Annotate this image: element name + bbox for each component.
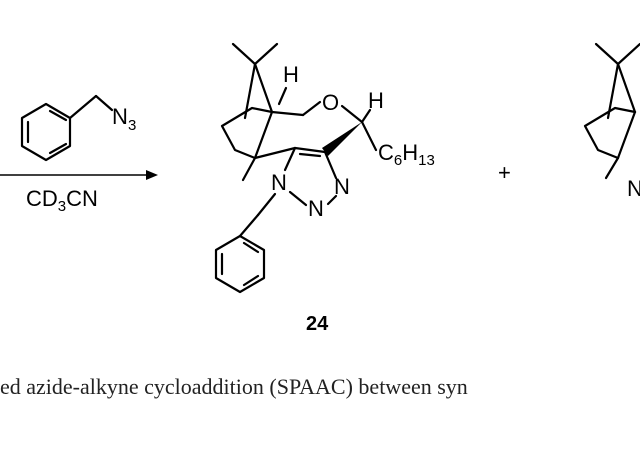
bridge-bond [606,62,620,120]
plus-sign: + [498,160,511,185]
h-label-right: H [368,88,384,113]
c-n-bond [94,94,114,112]
ring-fusion-bond [253,146,297,160]
second-product-structure: N [583,42,640,201]
wedge-bond [322,122,362,156]
benzyl-azide-structure: N 3 [20,94,136,162]
bicyclic-ring [220,106,274,160]
benzene-ring-product [214,234,266,294]
bridge-bond [616,62,637,114]
arrow-head [146,170,158,180]
benzylic-bond [68,94,98,120]
hexyl-bond [360,120,378,152]
triazole-bond [283,146,297,172]
reaction-arrow [0,170,158,180]
n-n-bond [288,190,308,207]
bridge-bond [243,62,257,120]
triazole-ring [293,146,338,180]
azide-subscript: 3 [128,117,136,134]
ring-double-bond [242,241,260,254]
n3-label: N [334,174,350,199]
solvent-label: CD3CN [26,186,98,215]
compound-number: 24 [306,313,329,335]
bridgehead-methyl [604,156,620,180]
methyl-bond [231,42,257,66]
ring-double-bond [242,274,260,287]
methyl-bond [253,42,279,66]
ch2-ph-bond [238,213,260,238]
c-o-bond [301,100,322,117]
n-n-double-bond [326,194,338,206]
hexyl-label: C6H13 [378,140,435,169]
n1-label: N [271,170,287,195]
bridgehead-methyl [241,156,257,182]
ch2-bond [270,110,305,117]
oxygen-label: O [322,90,339,115]
methyl-bond [616,42,640,66]
bicyclic-ring [583,106,637,160]
o-c-bond [340,104,364,124]
product-24-structure: H O H C6H13 N N N 24 [214,42,435,335]
benzene-ring-reagent [20,102,72,162]
bridge-bond [253,62,274,114]
bicyclic-bond [253,110,274,160]
n2-label: N [308,196,324,221]
h-bond [277,86,288,106]
h-bond [360,108,372,124]
figure-caption: ed azide-alkyne cycloaddition (SPAAC) be… [0,374,468,399]
h-label-top: H [283,62,299,87]
triazole-double-bond [298,152,322,158]
bicyclic-bond [616,110,637,160]
azide-label: N [112,104,128,129]
n-label-second: N [627,176,640,201]
n-ch2-bond [256,192,277,217]
ring-double-bond [48,109,68,122]
ring-double-bond [48,142,68,155]
methyl-bond [594,42,620,66]
